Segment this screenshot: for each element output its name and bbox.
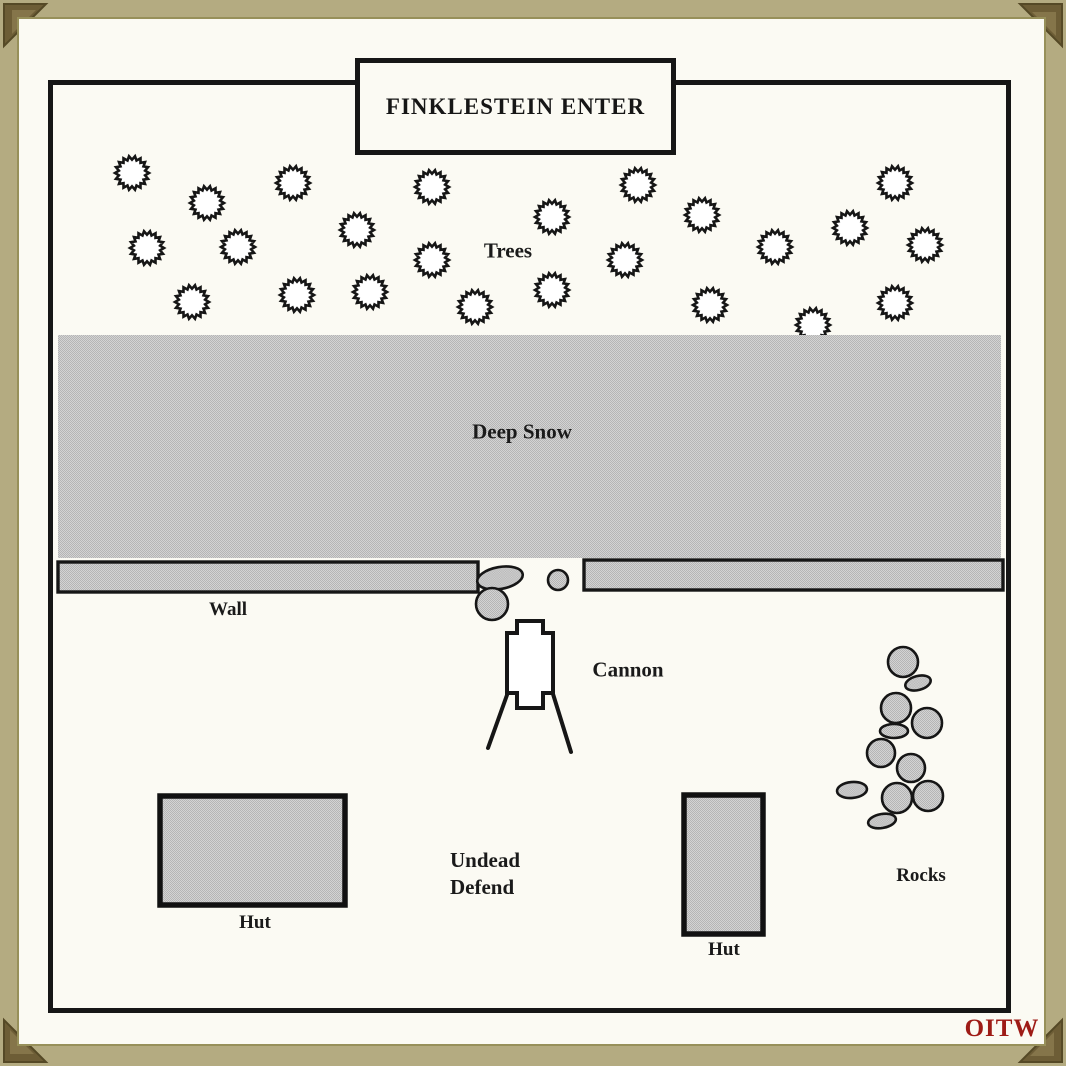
cannon-label: Cannon bbox=[592, 657, 664, 682]
rocks-label: Rocks bbox=[896, 865, 946, 886]
undead-line1: Undead bbox=[450, 848, 521, 872]
hut-right-label: Hut bbox=[708, 939, 740, 960]
hut-left-label: Hut bbox=[239, 912, 271, 933]
scenario-title: FINKLESTEIN ENTER bbox=[385, 93, 646, 119]
title-box: FINKLESTEIN ENTER bbox=[355, 58, 676, 155]
trees-label: Trees bbox=[483, 238, 533, 263]
map-border bbox=[48, 80, 1011, 1013]
deep-snow-label: Deep Snow bbox=[472, 419, 572, 444]
undead-line2: Defend bbox=[450, 875, 515, 899]
oitw-watermark: OITW bbox=[964, 1015, 1040, 1042]
undead-defend-label: Undead Defend bbox=[450, 847, 520, 901]
wall-label: Wall bbox=[208, 599, 248, 620]
